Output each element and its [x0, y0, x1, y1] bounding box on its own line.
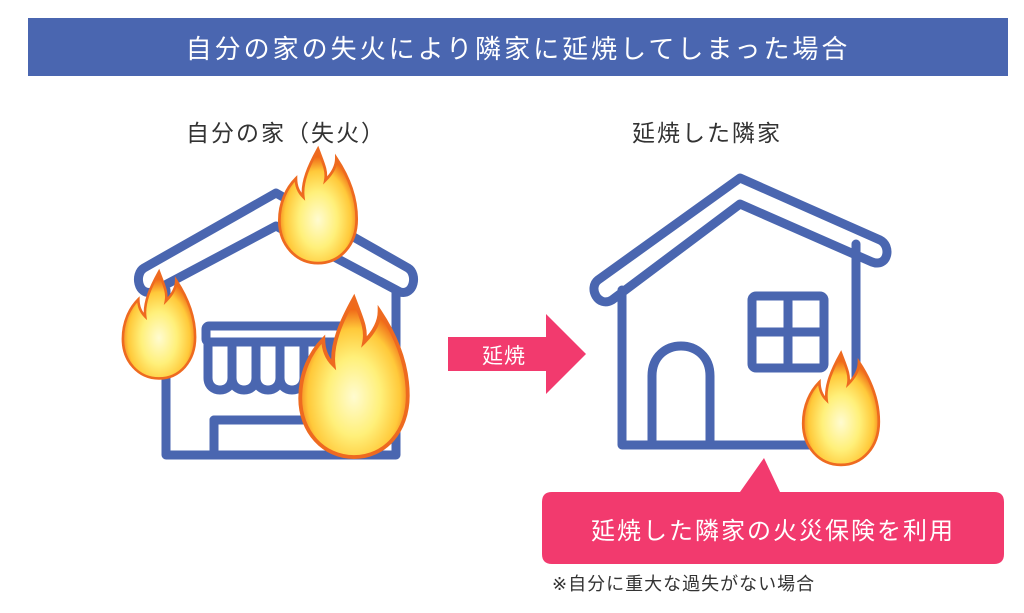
banner-title: 自分の家の失火により隣家に延焼してしまった場合 [185, 34, 851, 65]
arrow-label: 延焼 [482, 344, 526, 368]
left-house-label: 自分の家（失火） [186, 121, 386, 147]
right-house-icon [589, 173, 892, 450]
callout-label: 延焼した隣家の火災保険を利用 [591, 516, 955, 545]
flame-icon [121, 270, 197, 380]
callout-box [542, 458, 1004, 564]
footnote: ※自分に重大な過失がない場合 [552, 574, 816, 595]
right-house-label: 延焼した隣家 [632, 121, 782, 147]
title-banner: 自分の家の失火により隣家に延焼してしまった場合 [28, 18, 1008, 76]
arrow-icon [448, 314, 586, 394]
flame-icon [277, 147, 359, 265]
